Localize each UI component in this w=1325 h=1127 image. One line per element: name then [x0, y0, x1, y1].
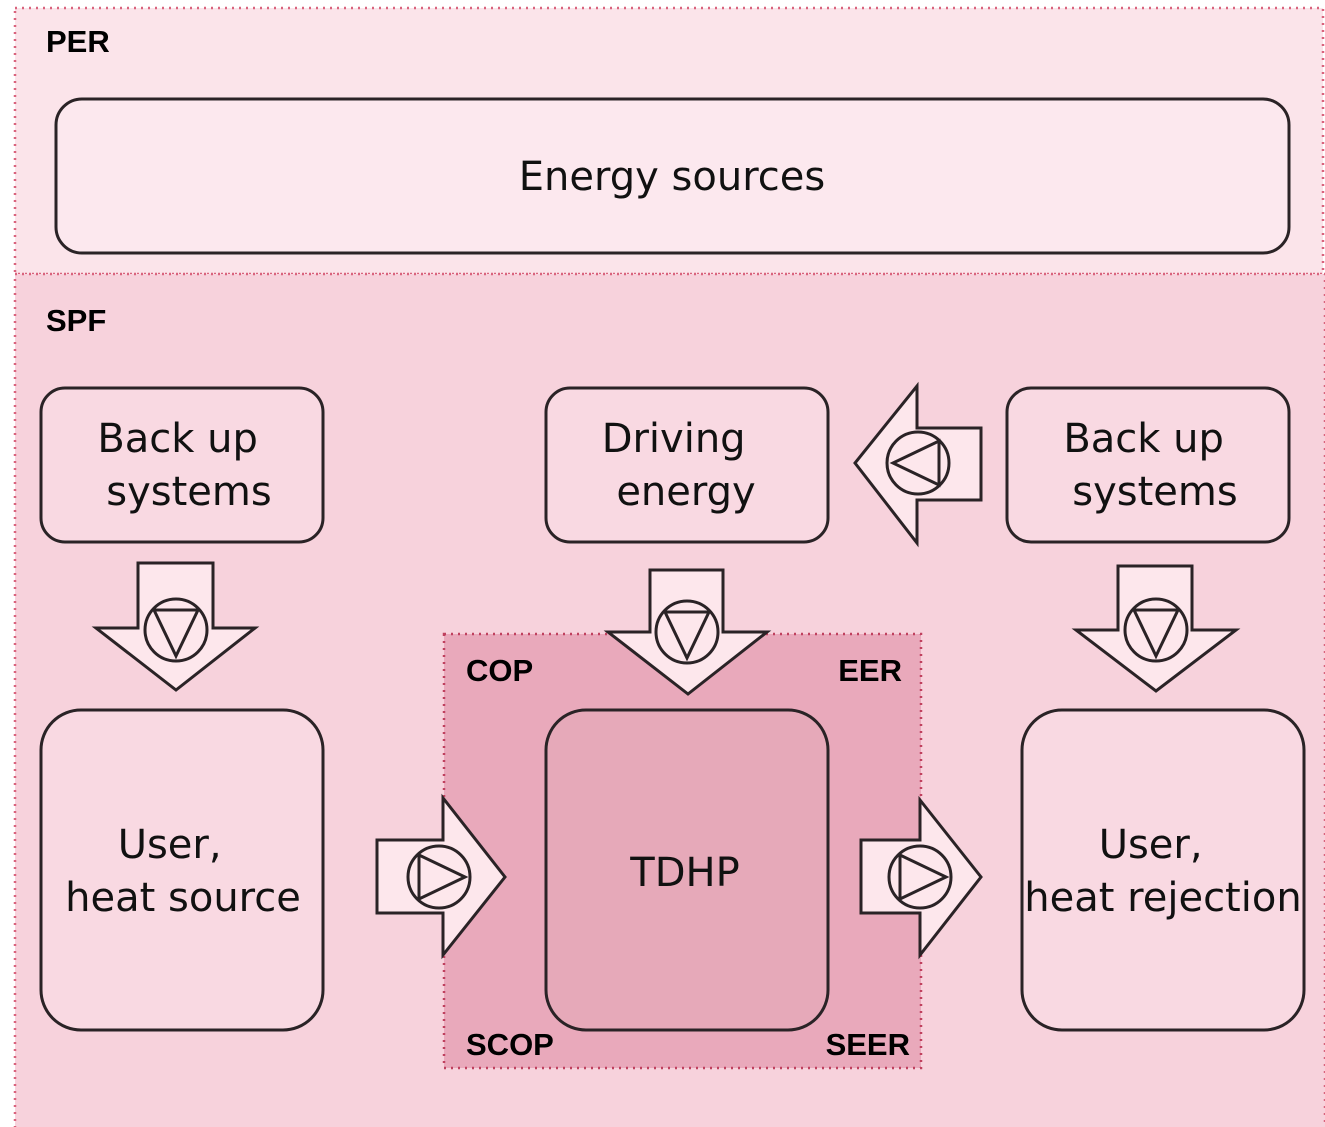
- backup-systems-left-box: [39, 386, 325, 544]
- spf-label: SPF: [46, 303, 106, 338]
- pump-down-icon: [143, 597, 209, 663]
- user-heat-rejection-label: User, heat rejection: [1024, 822, 1301, 921]
- energy-sources-box: [54, 97, 1291, 255]
- per-label: PER: [46, 24, 110, 59]
- user-heat-source-label: User, heat source: [65, 822, 301, 921]
- user-heat-source-box: [39, 708, 325, 1032]
- flow-arrow-tdhp-to-rejection: [859, 795, 983, 960]
- cop-label: COP: [466, 653, 533, 688]
- tdhp-box: [544, 708, 830, 1032]
- driving-energy-box: [544, 386, 830, 544]
- scop-label: SCOP: [466, 1027, 554, 1062]
- backup-systems-left-label: Back up systems: [97, 416, 271, 515]
- pump-right-icon: [406, 844, 472, 910]
- flow-arrow-backup-right: [1071, 564, 1241, 693]
- seer-label: SEER: [826, 1027, 910, 1062]
- pump-left-icon: [885, 430, 951, 496]
- user-heat-rejection-box: [1020, 708, 1306, 1032]
- pump-right-icon: [887, 844, 953, 910]
- driving-energy-label: Driving energy: [602, 416, 759, 515]
- energy-sources-label: Energy sources: [519, 154, 825, 200]
- flow-arrow-backup-to-driving: [853, 381, 983, 548]
- flow-arrow-backup-left: [91, 561, 260, 692]
- backup-systems-right-box: [1005, 386, 1291, 544]
- pump-down-icon: [1123, 597, 1189, 663]
- backup-systems-right-label: Back up systems: [1063, 416, 1237, 515]
- pump-down-icon: [654, 599, 720, 665]
- eer-label: EER: [838, 653, 902, 688]
- flow-arrow-source-to-tdhp: [375, 793, 507, 960]
- tdhp-label: TDHP: [629, 850, 739, 896]
- flow-arrow-driving-energy: [603, 568, 772, 696]
